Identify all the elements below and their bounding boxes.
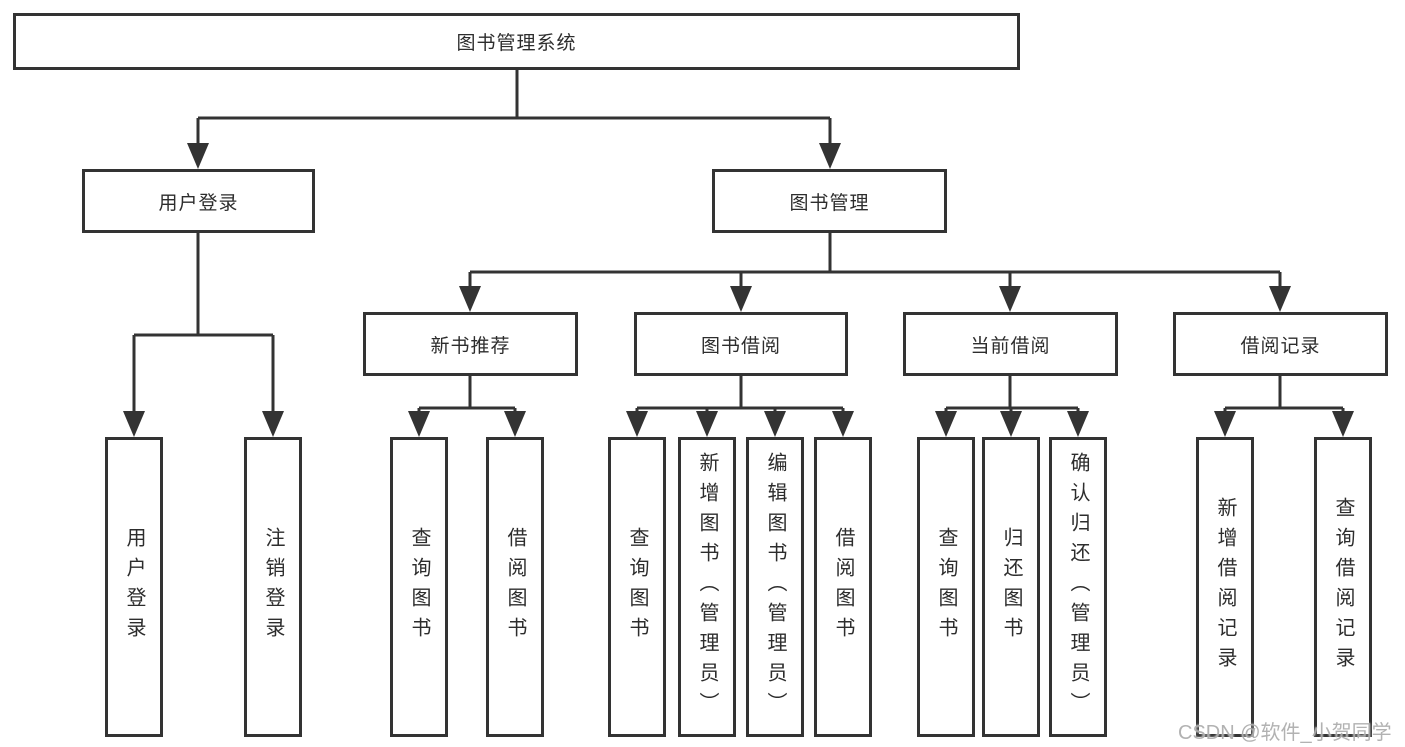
- leaf-borrow-edit-book-admin: 编辑图书（管理员）: [746, 437, 804, 737]
- node-user-login: 用户登录: [82, 169, 315, 233]
- node-current-borrowing: 当前借阅: [903, 312, 1118, 376]
- node-label: 新书推荐: [430, 335, 511, 357]
- node-label: 借阅记录: [1240, 335, 1321, 357]
- node-borrowing-records: 借阅记录: [1173, 312, 1388, 376]
- node-label: 查询图书: [935, 527, 957, 647]
- arrow-down-icon: [819, 143, 841, 169]
- arrow-down-icon: [1214, 411, 1236, 437]
- arrow-down-icon: [187, 143, 209, 169]
- node-label: 借阅图书: [504, 527, 526, 647]
- node-label: 确认归还（管理员）: [1067, 452, 1089, 722]
- arrow-down-icon: [504, 411, 526, 437]
- node-label: 当前借阅: [970, 335, 1051, 357]
- csdn-watermark: CSDN @软件_小贺同学: [1178, 722, 1392, 744]
- connector-borrowing-to-children: [635, 376, 845, 426]
- node-new-book-recommend: 新书推荐: [363, 312, 578, 376]
- leaf-records-add-record: 新增借阅记录: [1196, 437, 1254, 737]
- node-label: 用户登录: [158, 192, 239, 214]
- node-label: 新增图书（管理员）: [696, 452, 718, 722]
- node-label: 编辑图书（管理员）: [764, 452, 786, 722]
- arrow-down-icon: [696, 411, 718, 437]
- connector-root-to-level2: [196, 70, 832, 158]
- node-label: 查询图书: [626, 527, 648, 647]
- arrow-down-icon: [262, 411, 284, 437]
- leaf-current-confirm-return-admin: 确认归还（管理员）: [1049, 437, 1107, 737]
- arrow-down-icon: [764, 411, 786, 437]
- arrow-down-icon: [935, 411, 957, 437]
- leaf-current-return-book: 归还图书: [982, 437, 1040, 737]
- leaf-logout-login: 注销登录: [244, 437, 302, 737]
- arrow-down-icon: [1000, 411, 1022, 437]
- leaf-current-search-book: 查询图书: [917, 437, 975, 737]
- node-label: 查询借阅记录: [1332, 497, 1354, 677]
- node-label: 用户登录: [123, 527, 145, 647]
- connector-book-mgmt-to-level3: [468, 233, 1282, 301]
- leaf-rec-borrow-book: 借阅图书: [486, 437, 544, 737]
- node-label: 图书管理系统: [456, 33, 577, 54]
- arrow-down-icon: [1269, 286, 1291, 312]
- connector-user-login-to-children: [132, 233, 275, 426]
- node-label: 图书借阅: [700, 335, 781, 357]
- connector-records-to-children: [1223, 376, 1345, 426]
- arrow-down-icon: [626, 411, 648, 437]
- node-label: 查询图书: [408, 527, 430, 647]
- leaf-borrow-add-book-admin: 新增图书（管理员）: [678, 437, 736, 737]
- node-book-management: 图书管理: [712, 169, 947, 233]
- node-label: 注销登录: [262, 527, 284, 647]
- node-library-management-system: 图书管理系统: [13, 13, 1020, 70]
- connector-new-rec-to-children: [417, 376, 517, 426]
- leaf-records-search-record: 查询借阅记录: [1314, 437, 1372, 737]
- arrow-down-icon: [1067, 411, 1089, 437]
- node-label: 归还图书: [1000, 527, 1022, 647]
- arrow-down-icon: [123, 411, 145, 437]
- node-label: 借阅图书: [832, 527, 854, 647]
- node-label: 新增借阅记录: [1214, 497, 1236, 677]
- leaf-borrow-search-book: 查询图书: [608, 437, 666, 737]
- node-label: 图书管理: [789, 192, 870, 214]
- arrow-down-icon: [459, 286, 481, 312]
- arrow-down-icon: [730, 286, 752, 312]
- node-book-borrowing: 图书借阅: [634, 312, 848, 376]
- leaf-borrow-borrow-book: 借阅图书: [814, 437, 872, 737]
- arrow-down-icon: [408, 411, 430, 437]
- arrow-down-icon: [832, 411, 854, 437]
- leaf-rec-search-book: 查询图书: [390, 437, 448, 737]
- arrow-down-icon: [999, 286, 1021, 312]
- arrow-down-icon: [1332, 411, 1354, 437]
- leaf-user-login: 用户登录: [105, 437, 163, 737]
